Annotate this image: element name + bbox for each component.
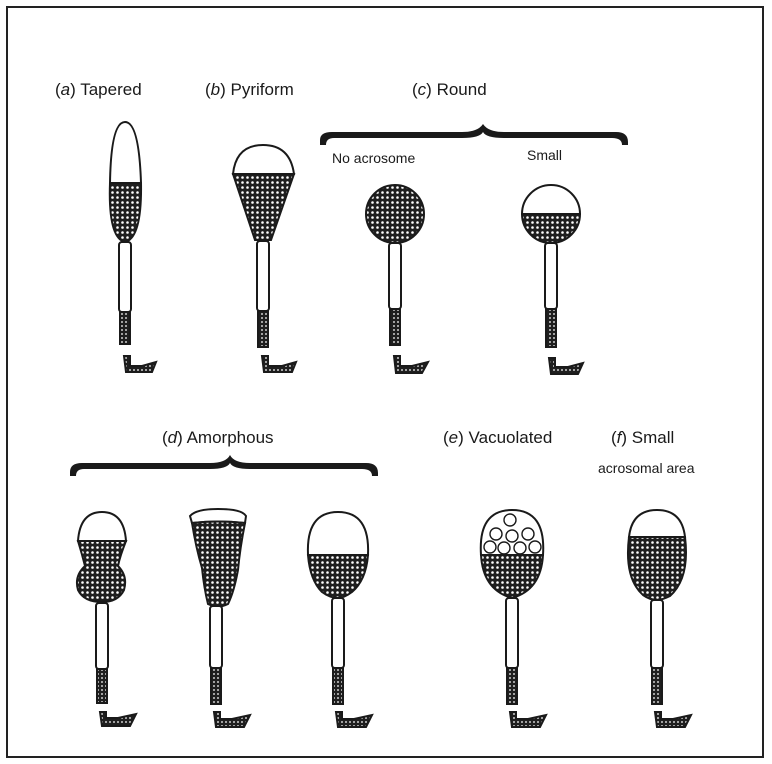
sperm-amorphous-2 — [190, 509, 250, 727]
sperm-small-acrosomal-area — [628, 510, 691, 727]
amorphous-group-brace — [70, 455, 378, 476]
label-amorphous: (d) Amorphous — [162, 428, 274, 447]
label-pyriform: (b) Pyriform — [205, 80, 294, 99]
sperm-tapered — [110, 122, 156, 372]
sperm-round-small — [522, 185, 583, 374]
label-tapered: (a) Tapered — [55, 80, 142, 99]
label-small-acrosomal: (f) Small — [611, 428, 674, 447]
label-acrosomal-area: acrosomal area — [598, 460, 695, 476]
label-round: (c) Round — [412, 80, 487, 99]
sperm-amorphous-3 — [308, 512, 372, 727]
round-group-brace — [320, 124, 628, 145]
sperm-round-no-acrosome — [366, 185, 428, 373]
sperm-amorphous-1 — [77, 512, 136, 726]
label-no-acrosome: No acrosome — [332, 150, 415, 166]
label-vacuolated: (e) Vacuolated — [443, 428, 552, 447]
label-small-round: Small — [527, 147, 562, 163]
sperm-vacuolated — [481, 510, 546, 727]
sperm-pyriform — [233, 145, 296, 372]
